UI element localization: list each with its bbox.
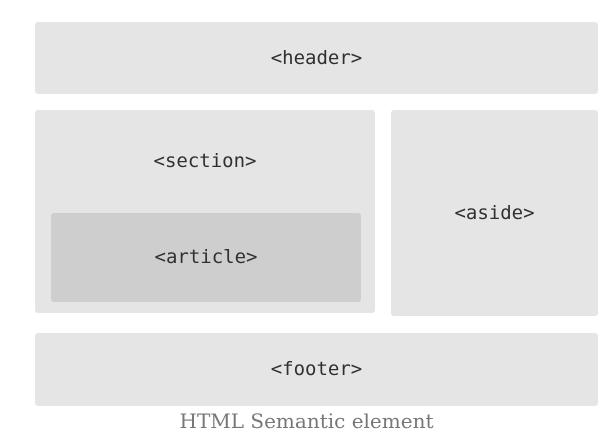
footer-tag-label: <footer> (270, 358, 363, 380)
article-box: <article> (51, 213, 361, 302)
aside-box: <aside> (391, 110, 598, 316)
section-box: <section> <article> (35, 110, 375, 313)
aside-tag-label: <aside> (454, 201, 535, 224)
section-tag-label: <section> (153, 150, 257, 172)
article-tag-label: <article> (154, 246, 258, 268)
footer-box: <footer> (35, 333, 598, 406)
header-box: <header> (35, 22, 598, 94)
diagram-caption: HTML Semantic element (179, 409, 434, 433)
header-tag-label: <header> (270, 46, 363, 69)
section-label-area: <section> (35, 110, 375, 213)
